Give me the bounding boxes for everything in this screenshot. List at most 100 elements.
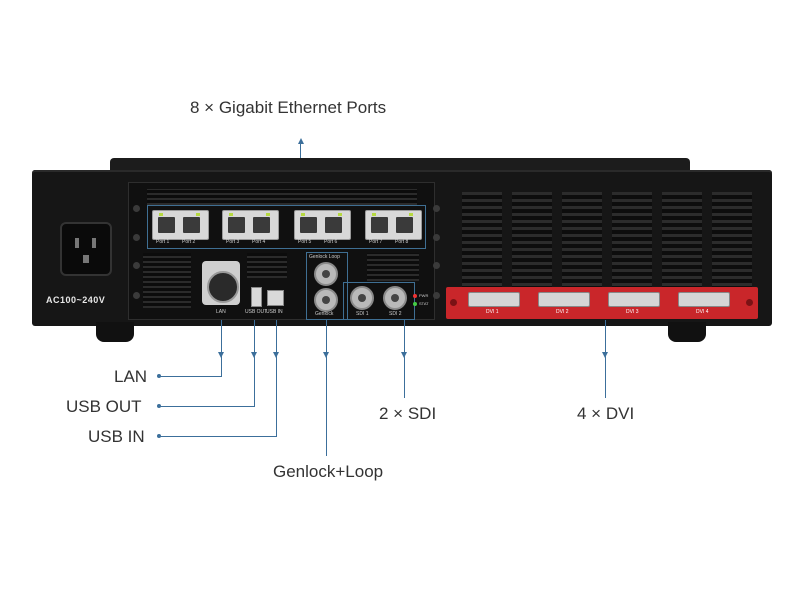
rj45-port-8[interactable] (396, 217, 413, 233)
lower-right-vent (367, 253, 419, 281)
ethernet-port-pair (294, 210, 351, 240)
lower-mid-vent (247, 253, 287, 278)
led-icon (159, 213, 163, 216)
led-icon (266, 213, 270, 216)
ethernet-port-pair (222, 210, 279, 240)
sdi-group (343, 282, 415, 320)
rj45-port-6[interactable] (325, 217, 342, 233)
ethernet-port-pair (152, 210, 209, 240)
led-icon (229, 213, 233, 216)
rj45-port-7[interactable] (371, 217, 388, 233)
usb-in-leader-horizontal (160, 436, 277, 437)
genlock-group (306, 252, 348, 320)
top-vent (147, 189, 417, 205)
dvi-2-label: DVI 2 (556, 309, 569, 315)
usb-in-arrow-icon (273, 352, 279, 358)
usb-in-callout: USB IN (88, 427, 145, 446)
usb-out-dot-icon (157, 404, 161, 408)
sdi-leader-line (404, 320, 405, 398)
dvi-2-port[interactable] (538, 292, 590, 307)
led-icon (409, 213, 413, 216)
sdi-1-label: SDI 1 (356, 311, 369, 317)
lan-leader-horizontal (160, 376, 222, 377)
screw-icon (133, 234, 140, 241)
dvi-1-label: DVI 1 (486, 309, 499, 315)
power-label: AC100~240V (46, 295, 106, 305)
sdi-2-bnc[interactable] (383, 286, 407, 310)
usb-out-port[interactable] (251, 287, 262, 307)
led-icon (338, 213, 342, 216)
led-icon (196, 213, 200, 216)
port-label: Port 1 (156, 239, 170, 245)
led-icon (301, 213, 305, 216)
genlock-loop-bnc[interactable] (314, 262, 338, 286)
dvi-4-label: DVI 4 (696, 309, 709, 315)
dvi-3-label: DVI 3 (626, 309, 639, 315)
led-icon (372, 213, 376, 216)
ethernet-arrow-icon (298, 138, 304, 144)
sdi-1-bnc[interactable] (350, 286, 374, 310)
port-label: Port 7 (369, 239, 383, 245)
power-led-icon (413, 294, 417, 298)
sdi-callout: 2 × SDI (379, 404, 437, 423)
screw-icon (450, 299, 457, 306)
rj45-port-5[interactable] (300, 217, 317, 233)
usb-out-leader-line (254, 320, 255, 407)
usb-in-port[interactable] (267, 290, 284, 306)
sdi-arrow-icon (401, 352, 407, 358)
genlock-bnc[interactable] (314, 288, 338, 312)
screw-icon (746, 299, 753, 306)
dvi-arrow-icon (602, 352, 608, 358)
screw-icon (433, 205, 440, 212)
ethernet-port-pair (365, 210, 422, 240)
genlock-port-label: Genlock (315, 311, 334, 317)
ethercon-icon (207, 271, 239, 303)
genlock-loop-label: Genlock Loop (309, 254, 340, 260)
screw-icon (433, 234, 440, 241)
port-label: Port 4 (252, 239, 266, 245)
usb-in-port-label: USB IN (266, 309, 283, 315)
port-label: Port 8 (395, 239, 409, 245)
lan-connector[interactable] (202, 261, 240, 305)
lan-leader-line (221, 320, 222, 376)
chassis-top (110, 158, 690, 172)
usb-out-arrow-icon (251, 352, 257, 358)
power-pin-icon (92, 238, 96, 248)
right-foot (668, 322, 706, 342)
sdi-2-label: SDI 2 (389, 311, 402, 317)
stat-led-label: STAT (419, 301, 429, 306)
usb-out-leader-horizontal (160, 406, 255, 407)
ethernet-ports-group (147, 205, 426, 249)
usb-out-port-label: USB OUT (245, 309, 268, 315)
dvi-panel: DVI 1 DVI 2 DVI 3 DVI 4 (446, 287, 758, 319)
rj45-port-1[interactable] (158, 217, 175, 233)
screw-icon (133, 205, 140, 212)
port-label: Port 6 (324, 239, 338, 245)
screw-icon (133, 262, 140, 269)
lan-dot-icon (157, 374, 161, 378)
ethernet-ports-callout: 8 × Gigabit Ethernet Ports (190, 98, 387, 117)
lan-arrow-icon (218, 352, 224, 358)
rj45-port-4[interactable] (253, 217, 270, 233)
rj45-port-2[interactable] (183, 217, 200, 233)
dvi-4-port[interactable] (678, 292, 730, 307)
screw-icon (433, 292, 440, 299)
power-ground-pin-icon (83, 255, 89, 263)
genlock-leader-line (326, 320, 327, 456)
usb-in-dot-icon (157, 434, 161, 438)
pwr-led-label: PWR (419, 293, 429, 298)
rj45-port-3[interactable] (228, 217, 245, 233)
screw-icon (433, 262, 440, 269)
dvi-3-port[interactable] (608, 292, 660, 307)
status-led-icon (413, 302, 417, 306)
power-pin-icon (75, 238, 79, 248)
dvi-1-port[interactable] (468, 292, 520, 307)
dvi-callout: 4 × DVI (577, 404, 635, 423)
lan-callout: LAN (114, 367, 148, 386)
port-label: Port 2 (182, 239, 196, 245)
power-inlet (60, 222, 112, 276)
left-foot (96, 322, 134, 342)
screw-icon (133, 292, 140, 299)
lower-left-vent (143, 253, 191, 308)
usb-in-leader-line (276, 320, 277, 437)
